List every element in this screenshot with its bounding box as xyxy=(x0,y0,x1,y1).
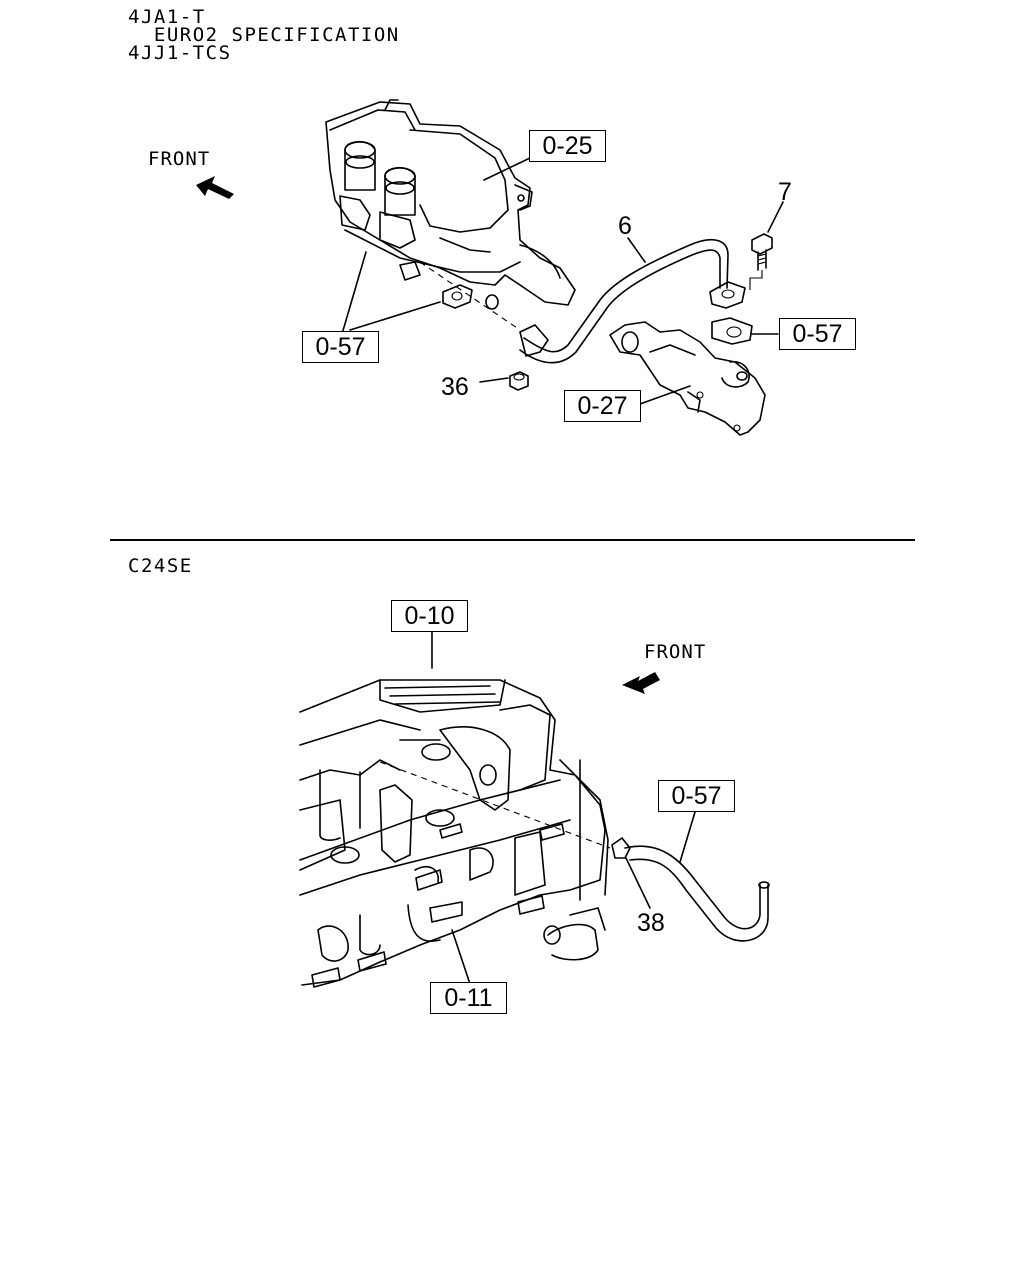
model-header-c24se: C24SE xyxy=(128,555,193,577)
studs xyxy=(311,739,565,988)
callout-0-10: 0-10 xyxy=(391,600,468,632)
gasket-right xyxy=(711,317,753,345)
part-number-38: 38 xyxy=(637,909,665,937)
breather-hose xyxy=(611,837,770,942)
part-number-6: 6 xyxy=(618,212,632,240)
callout-0-25: 0-25 xyxy=(529,130,606,162)
bolt-7 xyxy=(749,233,773,290)
callout-0-57-bottom: 0-57 xyxy=(658,780,735,812)
model-header-line-2: EURO2 SPECIFICATION xyxy=(128,24,400,46)
callout-0-27: 0-27 xyxy=(564,390,641,422)
gasket-left xyxy=(442,284,473,309)
manifold-assembly xyxy=(325,99,576,310)
model-header-line-3: 4JJ1-TCS xyxy=(128,42,232,64)
outlet-fitting xyxy=(543,907,606,961)
bottom-exploded-view xyxy=(299,629,770,988)
callout-0-57-right: 0-57 xyxy=(779,318,856,350)
part-number-7: 7 xyxy=(778,178,792,206)
front-label-top: FRONT xyxy=(148,148,211,170)
front-label-bottom: FRONT xyxy=(644,641,707,663)
leader-lines-top xyxy=(341,157,784,405)
callout-0-57-left: 0-57 xyxy=(302,331,379,363)
cylinder-head-block xyxy=(299,679,609,986)
top-exploded-view xyxy=(196,99,784,436)
intake-manifold-part xyxy=(609,321,766,436)
leader-lines-bottom xyxy=(431,629,696,985)
nut-36 xyxy=(509,371,529,391)
model-header-line-1: 4JA1-T xyxy=(128,6,206,28)
front-arrow-icon-top xyxy=(196,176,234,199)
callout-0-11: 0-11 xyxy=(430,982,507,1014)
egr-pipe xyxy=(519,238,746,364)
part-number-36: 36 xyxy=(441,373,469,401)
front-arrow-icon-bottom xyxy=(622,672,660,694)
